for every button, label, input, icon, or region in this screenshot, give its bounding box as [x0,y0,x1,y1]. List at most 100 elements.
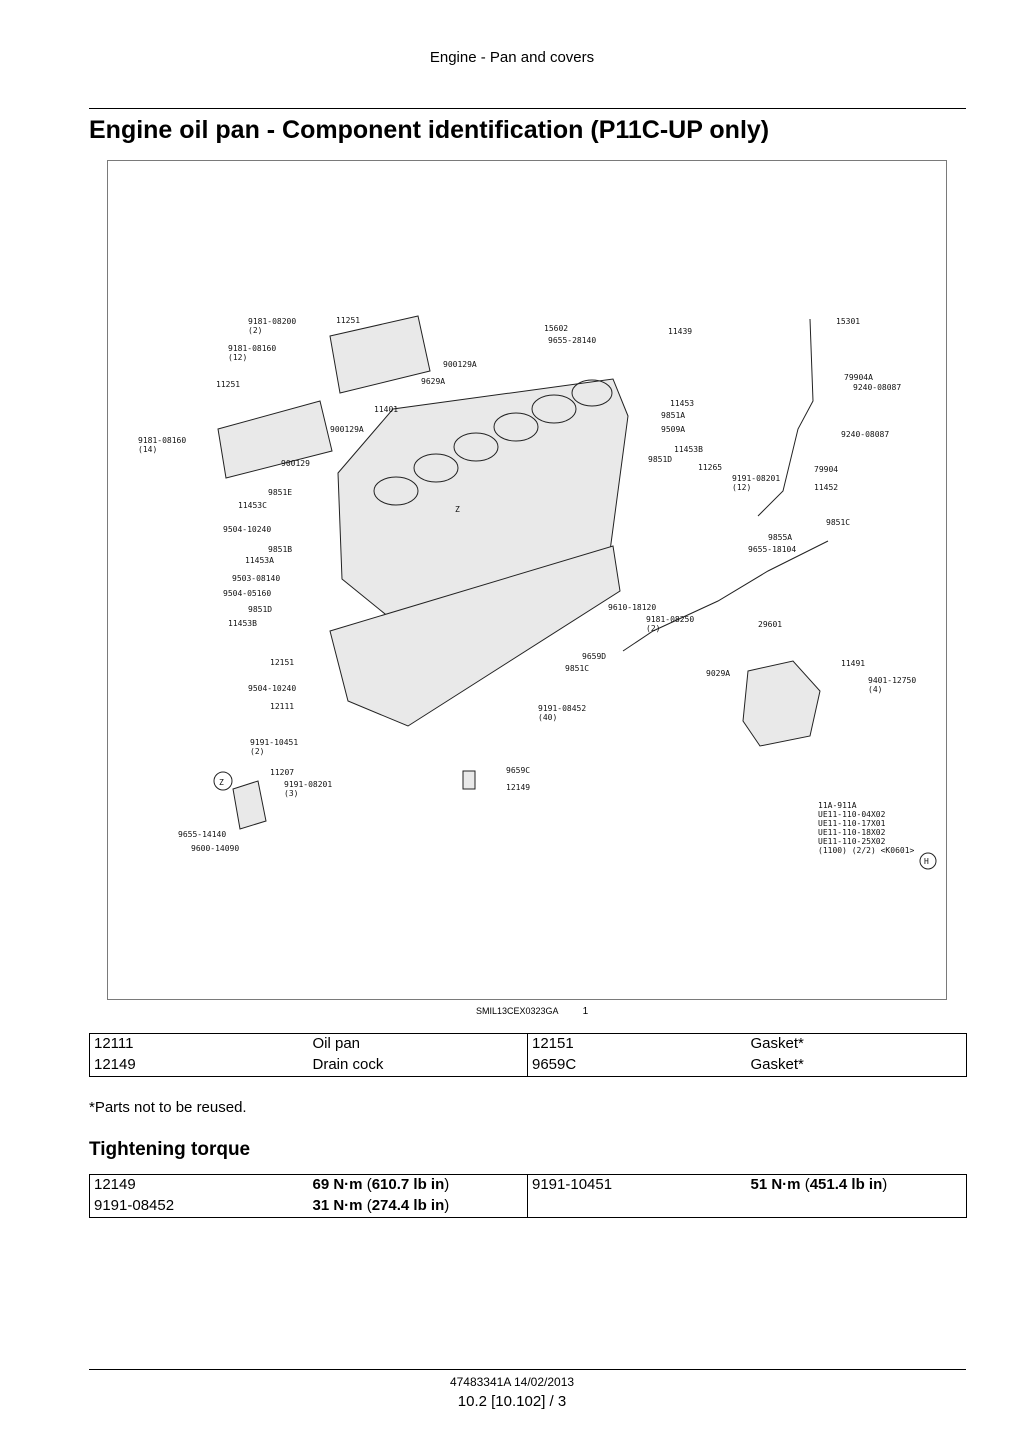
torque-lbin: 610.7 lb in [371,1176,445,1193]
callout: 9851D [248,605,272,614]
drain-cock [462,770,476,790]
callout: 11251 [336,316,360,325]
torque-value: 69 N·m (610.7 lb in) [308,1174,528,1196]
torque-nm: 69 N·m [312,1176,363,1193]
callout: 15301 [836,317,860,326]
callout: 15602 [544,324,568,333]
part-code [527,1196,747,1218]
callout: 9629A [421,377,445,386]
callout: 9655-18104 [748,545,796,554]
callout: 12149 [506,783,530,792]
torque-nm: 31 N·m [312,1197,363,1214]
figure-caption: SMIL13CEX0323GA 1 [476,1006,588,1017]
bracket [742,660,821,747]
part-code: 9191-10451 [527,1174,747,1196]
part-code: 9659C [527,1055,747,1077]
callout: 900129A [330,425,364,434]
callout: 79904A [844,373,873,382]
oil-pipe [622,540,829,652]
callout: 11452 [814,483,838,492]
callout: 9659D [582,652,606,661]
reuse-note: *Parts not to be reused. [89,1099,247,1116]
callout: 9029A [706,669,730,678]
callout: 9181-08160(14) [138,436,186,454]
figure-number: 1 [582,1006,589,1017]
callout: 9181-08160(12) [228,344,276,362]
callout: 900129A [443,360,477,369]
torque-value-empty [746,1196,967,1218]
part-code: 12149 [89,1055,309,1077]
callout: 9401-12750(4) [868,676,916,694]
callout: 11453B [228,619,257,628]
z-cover [232,780,267,830]
side-cover-upper [329,315,431,394]
torque-nm: 51 N·m [750,1176,801,1193]
torque-value: 31 N·m (274.4 lb in) [308,1196,528,1218]
table-row: 12111 Oil pan 12151 Gasket* [89,1033,967,1055]
footer-doc-id: 47483341A 14/02/2013 [449,1375,575,1389]
callout: 12111 [270,702,294,711]
view-z-label: Z [219,778,224,787]
callout: 11453B [674,445,703,454]
header-rule [89,108,966,109]
cylinder-bores [373,379,613,506]
running-header: Engine - Pan and covers [429,49,595,66]
callout: 11491 [841,659,865,668]
table-row: 9191-08452 31 N·m (274.4 lb in) [89,1196,967,1218]
callout: 9504-05160 [223,589,271,598]
callout: 9191-08201(12) [732,474,780,492]
callout: 9504-10240 [248,684,296,693]
callout: 11401 [374,405,398,414]
side-cover-lower [217,400,333,479]
part-code: 12149 [89,1174,309,1196]
part-name: Gasket* [746,1055,967,1077]
callout: 11265 [698,463,722,472]
page-title: Engine oil pan - Component identificatio… [89,116,770,144]
engine-block-drawing: Z Z H 9181-08200(2) 11251 9181-08160(12)… [138,315,937,870]
callout: 9504-10240 [223,525,271,534]
callout: 29601 [758,620,782,629]
table-row: 12149 69 N·m (610.7 lb in) 9191-10451 51… [89,1174,967,1196]
torque-lbin: 274.4 lb in [371,1197,445,1214]
callout: 900129 [281,459,310,468]
callout: 11453A [245,556,274,565]
part-name: Drain cock [308,1055,528,1077]
section-title: Tightening torque [89,1139,251,1160]
torque-table: 12149 69 N·m (610.7 lb in) 9191-10451 51… [89,1174,967,1218]
footer-page-ref: 10.2 [10.102] / 3 [457,1393,567,1410]
view-z-circle [213,771,233,791]
parts-table: 12111 Oil pan 12151 Gasket* 12149 Drain … [89,1033,967,1077]
footer-rule [89,1369,966,1370]
part-name: Gasket* [746,1033,967,1055]
callout: 9181-08200(2) [248,317,296,335]
callout: 9181-08250(2) [646,615,694,633]
view-z-label: Z [455,505,460,514]
callout: 9509A [661,425,685,434]
callout: 9191-08201(3) [284,780,332,798]
callout: 9610-18120 [608,603,656,612]
part-code: 12111 [89,1033,309,1055]
callout: 9659C [506,766,530,775]
view-h-circle [919,852,937,870]
callout: 11207 [270,768,294,777]
callout: 11453C [238,501,267,510]
callout: 11251 [216,380,240,389]
callout: 9655-28140 [548,336,596,345]
callout: 9600-14090 [191,844,239,853]
callout: 9240-08087 [853,383,901,392]
part-code: 12151 [527,1033,747,1055]
callout: 9191-10451(2) [250,738,298,756]
callout: 9851C [826,518,850,527]
callout: 9855A [768,533,792,542]
callout: 11453 [670,399,694,408]
callout: 9851B [268,545,292,554]
figure-id: SMIL13CEX0323GA [476,1006,559,1016]
exploded-view-figure: Z Z H 9181-08200(2) 11251 9181-08160(12)… [107,160,947,1000]
dipstick-tube [757,318,814,517]
part-name: Oil pan [308,1033,528,1055]
callout: 9851A [661,411,685,420]
callout: 9851E [268,488,292,497]
torque-value: 51 N·m (451.4 lb in) [746,1174,967,1196]
oil-pan [329,545,621,727]
